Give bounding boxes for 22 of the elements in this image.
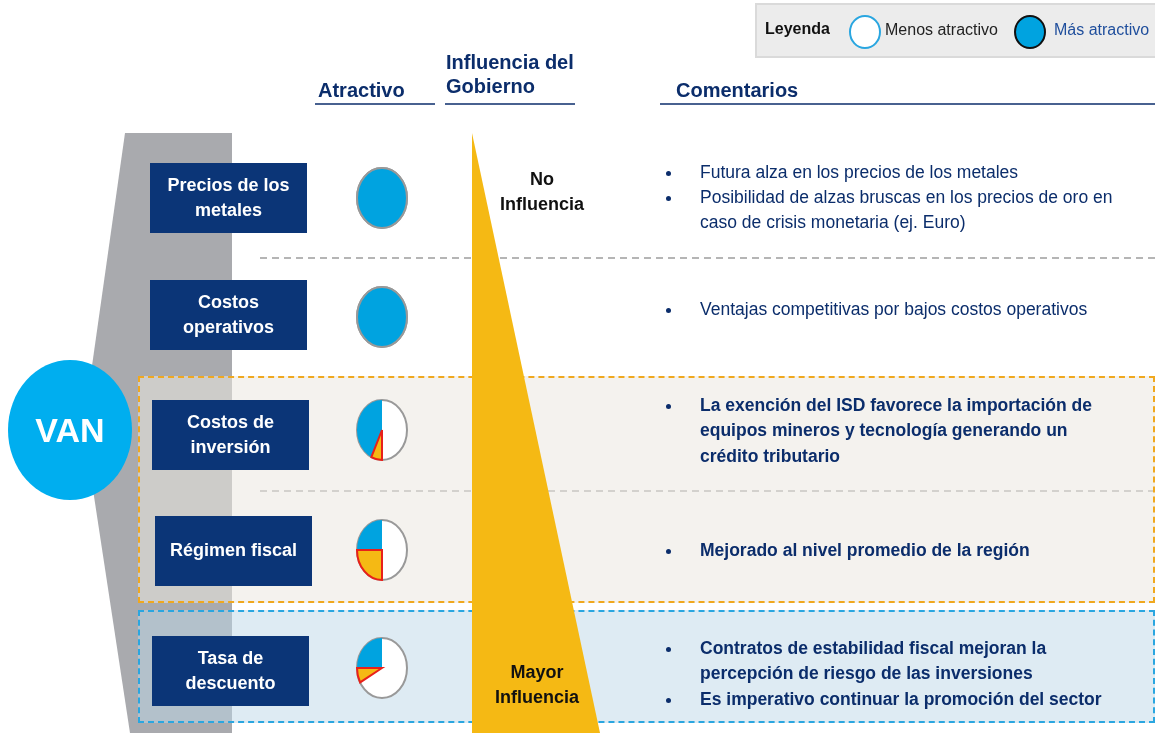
factor-box: Tasa de descuento [152, 636, 309, 706]
comment-text: Posibilidad de alzas bruscas en los precios de oro en caso de crisis monetaria (ej. Euro) [700, 186, 1114, 235]
factor-box: Precios de los metales [150, 163, 307, 233]
legend-title: Leyenda [765, 20, 831, 38]
column-header: Influencia del Gobierno [446, 50, 575, 98]
legend-label: Más atractivo [1054, 21, 1150, 39]
column-header: Atractivo [318, 78, 406, 102]
factor-box: Costos operativos [150, 280, 307, 350]
influence-label: No Influencia [499, 168, 585, 217]
comment-text: Es imperativo continuar la promoción del sector [700, 688, 1103, 711]
influence-label: Mayor Influencia [494, 661, 580, 710]
van-circle: VAN [8, 360, 132, 500]
comment-text: La exención del ISD favorece la importación de equipos mineros y tecnología generando un crédito tributario [700, 394, 1093, 468]
comment-text: Contratos de estabilidad fiscal mejoran la percepción de riesgo de las inversiones [700, 637, 1048, 686]
legend-label: Menos atractivo [885, 21, 998, 39]
column-header: Comentarios [676, 78, 800, 102]
comment-text: Mejorado al nivel promedio de la región [700, 539, 1031, 562]
highlight-region [138, 376, 1155, 603]
factor-box: Régimen fiscal [155, 516, 312, 586]
factor-box: Costos de inversión [152, 400, 309, 470]
comment-text: Futura alza en los precios de los metales [700, 161, 1020, 184]
comment-text: Ventajas competitivas por bajos costos operativos [700, 298, 1089, 321]
